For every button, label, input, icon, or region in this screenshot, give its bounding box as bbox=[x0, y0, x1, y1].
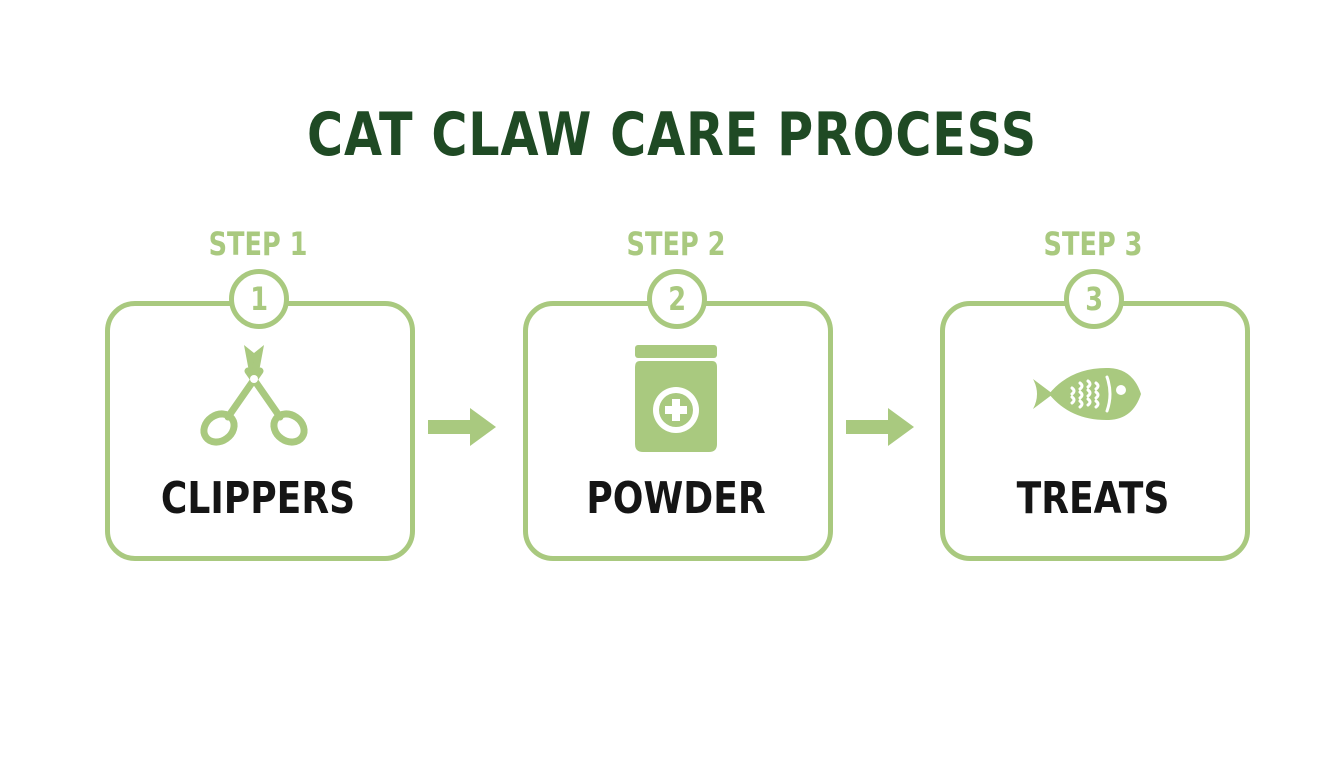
step-3: STEP 3 3 TREATS bbox=[940, 225, 1250, 561]
diagram-title: CAT CLAW CARE PROCESS bbox=[307, 100, 1037, 170]
arrow-right-icon bbox=[428, 408, 496, 446]
step-3-number: 3 bbox=[1085, 280, 1103, 318]
step-2-title: POWDER bbox=[586, 473, 766, 524]
step-1-title: CLIPPERS bbox=[160, 473, 356, 524]
step-2: STEP 2 2 POWDER bbox=[523, 225, 833, 561]
step-1: STEP 1 1 CLIPPERS bbox=[105, 225, 415, 561]
step-3-number-badge: 3 bbox=[1064, 269, 1124, 329]
step-1-number: 1 bbox=[250, 280, 268, 318]
step-1-label: STEP 1 bbox=[208, 225, 308, 263]
step-2-number-badge: 2 bbox=[647, 269, 707, 329]
step-2-card bbox=[523, 301, 833, 561]
arrow-right-icon bbox=[846, 408, 914, 446]
medicine-jar-icon bbox=[635, 345, 717, 452]
step-3-label: STEP 3 bbox=[1043, 225, 1143, 263]
step-2-number: 2 bbox=[668, 280, 686, 318]
fish-icon bbox=[1033, 367, 1141, 421]
scissors-icon bbox=[200, 345, 308, 446]
step-3-title: TREATS bbox=[1016, 473, 1170, 524]
step-1-number-badge: 1 bbox=[229, 269, 289, 329]
step-2-label: STEP 2 bbox=[626, 225, 726, 263]
